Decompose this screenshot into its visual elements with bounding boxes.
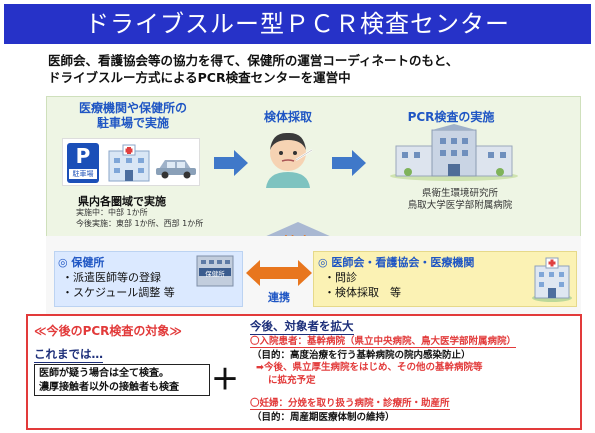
intro-line-1: 医師会、看護協会等の協力を得て、保健所の運営コーディネートのもと、: [48, 53, 459, 68]
until-now-label: これまでは…: [34, 347, 103, 363]
current-policy-line1: 医師が疑う場合は全て検査。: [39, 368, 169, 379]
link-double-arrow: [246, 260, 312, 286]
research-building-icon: [390, 124, 518, 181]
expansion-plan-line2: に拡充予定: [268, 375, 316, 386]
parking-sign-letter: P: [75, 144, 91, 168]
expansion-plan: ➡今後、県立厚生病院をはじめ、その他の基幹病院等 に拡充予定: [256, 361, 482, 387]
pcr-org-1: 県衛生環境研究所: [421, 188, 498, 199]
health-center-task-1: ・派遣医師等の登録: [62, 271, 161, 284]
pregnant-purpose: （目的：周産期医療体制の維持）: [252, 412, 395, 423]
intro-line-2: ドライブスルー方式によるPCR検査センターを運営中: [48, 70, 351, 85]
future-targets-frame: [26, 314, 582, 430]
parking-sign-label: 駐車場: [69, 169, 97, 179]
car-icon: [156, 160, 196, 179]
parking-heading-line1: 医療機関や保健所の: [78, 101, 187, 115]
pcr-org-2: 鳥取大学医学部附属病院: [407, 200, 513, 211]
swab-person-icon: [266, 132, 313, 188]
flow-arrow-2: [332, 150, 366, 176]
current-policy-box: 医師が疑う場合は全て検査。 濃厚接触者以外の接触者も検査: [34, 364, 210, 396]
parking-illustration: P 駐車場: [62, 138, 200, 186]
current-policy-line2: 濃厚接触者以外の接触者も検査: [39, 382, 179, 393]
plus-icon: ＋: [211, 363, 240, 396]
pcr-heading: PCR検査の実施: [407, 110, 495, 124]
page-title: ドライブスルー型ＰＣＲ検査センター: [4, 4, 591, 44]
medical-tasks: ・問診 ・検体採取 等: [324, 270, 401, 300]
hospital-icon: [108, 144, 150, 182]
flow-arrow-1: [214, 150, 248, 176]
parking-sign-icon: P 駐車場: [67, 143, 99, 183]
health-center-title: ◎ 保健所: [58, 256, 105, 269]
parking-schedule: 実施中：中部 1か所 今後実施：東部 1か所、西部 1か所: [76, 207, 246, 229]
medical-task-2: ・検体採取 等: [324, 286, 401, 299]
health-center-tasks: ・派遣医師等の登録 ・スケジュール調整 等: [62, 270, 175, 300]
parking-heading: 医療機関や保健所の 駐車場で実施: [58, 101, 208, 131]
expansion-heading: 今後、対象者を拡大: [250, 319, 354, 335]
pcr-organizations: 県衛生環境研究所 鳥取大学医学部附属病院: [400, 188, 520, 212]
parking-plan: 今後実施：東部 1か所、西部 1か所: [76, 219, 204, 228]
intro-text: 医師会、看護協会等の協力を得て、保健所の運営コーディネートのもと、 ドライブスル…: [48, 52, 588, 86]
inpatient-purpose: （目的：高度治療を行う基幹病院の院内感染防止）: [252, 350, 471, 361]
expansion-plan-line1: ➡今後、県立厚生病院をはじめ、その他の基幹病院等: [256, 362, 483, 373]
parking-current: 実施中：中部 1か所: [76, 208, 148, 217]
sampling-heading: 検体採取: [263, 110, 312, 124]
link-label: 連携: [268, 291, 290, 304]
future-heading: ≪今後のPCR検査の対象≫: [34, 324, 182, 338]
inpatient-target: 〇入院患者：基幹病院（県立中央病院、鳥大医学部附属病院）: [250, 333, 517, 348]
pregnant-target: 〇妊婦：分娩を取り扱う病院・診療所・助産所: [250, 395, 450, 410]
medical-task-1: ・問診: [324, 271, 357, 284]
parking-heading-line2: 駐車場で実施: [96, 116, 169, 130]
health-center-task-2: ・スケジュール調整 等: [62, 286, 175, 299]
medical-title: ◎ 医師会・看護協会・医療機関: [318, 256, 475, 269]
health-center-building-sign: 保健所: [205, 270, 225, 278]
parking-location: 県内各圏域で実施: [78, 195, 166, 208]
medical-building-icon: [532, 257, 572, 302]
health-center-building-icon: [196, 255, 234, 287]
